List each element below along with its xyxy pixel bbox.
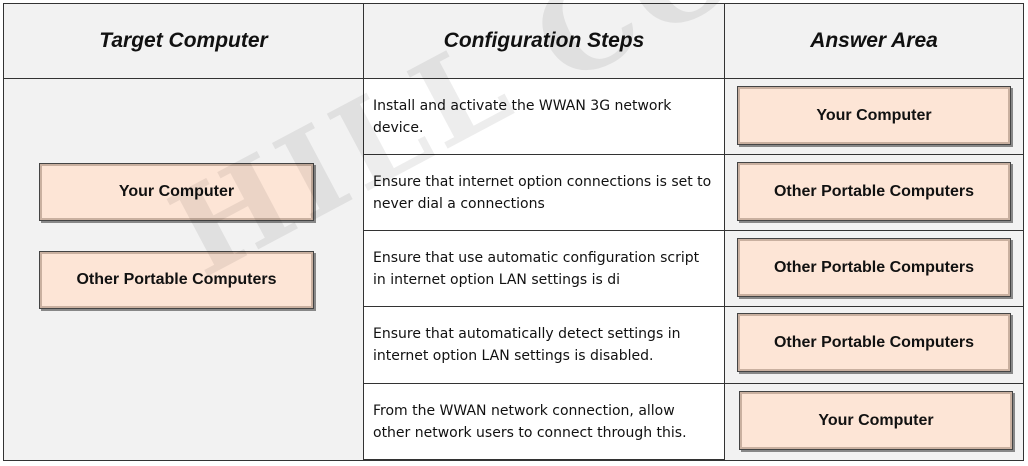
answer-slot-1[interactable]: Your Computer: [737, 86, 1011, 145]
answer-slot-2[interactable]: Other Portable Computers: [737, 162, 1011, 221]
step-5: From the WWAN network connection, allow …: [364, 384, 725, 460]
source-your-computer[interactable]: Your Computer: [39, 163, 314, 221]
step-1: Install and activate the WWAN 3G network…: [364, 79, 725, 155]
drag-drop-table: Target Computer Configuration Steps Answ…: [3, 3, 1024, 461]
answer-row-divider: [725, 154, 1023, 155]
source-other-portable-computers[interactable]: Other Portable Computers: [39, 251, 314, 309]
answer-slot-3[interactable]: Other Portable Computers: [737, 238, 1011, 297]
answer-area-header: Answer Area: [725, 4, 1023, 79]
answer-slot-5[interactable]: Your Computer: [739, 391, 1013, 450]
answer-slot-4[interactable]: Other Portable Computers: [737, 313, 1011, 372]
answer-row-divider: [725, 230, 1023, 231]
configuration-steps-header: Configuration Steps: [364, 4, 725, 79]
target-computer-header: Target Computer: [4, 4, 364, 79]
step-2: Ensure that internet option connections …: [364, 155, 725, 231]
answer-row-divider: [725, 383, 1023, 384]
step-3: Ensure that use automatic configuration …: [364, 231, 725, 307]
step-4: Ensure that automatically detect setting…: [364, 307, 725, 384]
answer-row-divider: [725, 306, 1023, 307]
